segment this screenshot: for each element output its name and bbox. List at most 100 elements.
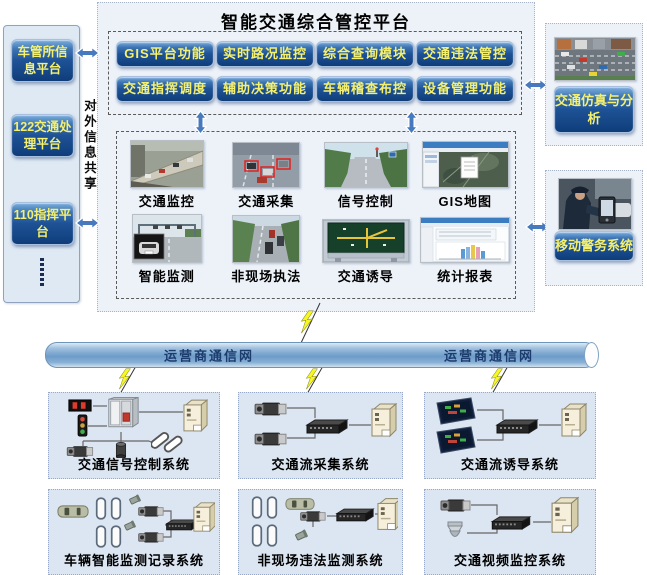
camera-icon [138,532,164,543]
signal-control-diagram [66,396,208,458]
carrier-network-pipe: 运营商通信网 运营商通信网 [45,342,599,368]
countdown-display-icon [68,399,92,412]
video-surveillance-diagram [440,497,579,537]
external-platforms-panel: 车管所信息平台 122交通处理平台 110指挥平台 [3,25,80,303]
camera-icon [138,506,164,517]
loop-coil-icon [251,524,263,547]
intelligent-monitoring-photo [131,214,202,263]
system-video-surveillance: 交通视频监控系统 [424,489,596,575]
func-command-dispatch: 交通指挥调度 [116,76,214,102]
func-query-module: 综合查询模块 [316,41,414,67]
traffic-guidance-board [321,219,410,263]
tile-offsite-enforcement: 非现场执法 [217,214,317,285]
system-label: 车辆智能监测记录系统 [63,553,204,568]
system-vehicle-monitoring: 车辆智能监测记录系统 [48,489,220,575]
network-switch-icon [166,519,198,531]
tile-label: GIS地图 [438,194,492,209]
platform-110-command: 110指挥平台 [11,202,74,245]
tile-gis-map: GIS地图 [416,140,516,210]
camera-icon [300,511,326,522]
dome-camera-icon [447,521,463,537]
simulation-button: 交通仿真与分析 [554,86,634,134]
camera-icon [254,402,287,416]
offsite-violation-diagram [251,496,398,547]
gis-map-screenshot [421,141,509,188]
server-icon [193,502,215,532]
func-violation-control: 交通违法管控 [416,41,514,67]
loop-coil-icon [95,497,107,520]
carrier-network-label: 运营商通信网 [443,348,534,364]
traffic-monitoring-photo [129,140,204,188]
tile-traffic-collection: 交通采集 [217,140,317,210]
flow-collection-diagram [254,402,397,446]
func-decision-support: 辅助决策功能 [216,76,314,102]
func-gis-platform: GIS平台功能 [116,41,214,67]
tile-label: 交通诱导 [337,269,394,284]
statistics-report-screenshot [420,217,511,263]
traffic-light-icon [77,414,88,437]
system-flow-guidance: 交通流诱导系统 [424,392,596,479]
mobile-police-image [558,178,632,230]
platform-vehicle-admin: 车管所信息平台 [11,39,74,82]
camera-icon [440,499,471,512]
system-label: 交通流采集系统 [271,457,370,472]
system-label: 交通信号控制系统 [77,457,190,472]
loop-coil-icon [110,525,122,548]
tile-label: 非现场执法 [231,269,302,284]
flash-lamp-icon [129,494,142,505]
flow-guidance-diagram [436,397,587,454]
func-realtime-traffic: 实时路况监控 [216,41,314,67]
tile-label: 信号控制 [337,194,394,209]
double-arrow-vertical-icon [193,110,208,135]
external-info-share-label: 对外信息共享 [82,99,96,192]
network-switch-icon [306,419,348,434]
loop-coil-icon [95,525,107,548]
loop-coil-icon [110,497,122,520]
traffic-simulation-image [554,37,636,81]
simulation-panel: 交通仿真与分析 [545,23,643,146]
system-label: 交通视频监控系统 [453,553,566,568]
lightning-link-icon [306,365,324,395]
system-signal-control: 交通信号控制系统 [48,392,220,479]
signal-control-photo [323,142,408,188]
loop-coil-icon [266,496,278,519]
mobile-police-button: 移动警务系统 [554,231,634,261]
lightning-link-icon [119,365,137,395]
flash-lamp-icon [295,529,309,541]
subsystem-tiles-box: 交通监控 交通采集 [116,131,516,299]
tile-label: 智能监测 [138,269,195,284]
tile-traffic-guidance: 交通诱导 [316,214,416,285]
double-arrow-horizontal-icon [75,45,100,61]
func-device-management: 设备管理功能 [416,76,514,102]
tile-statistics-report: 统计报表 [416,214,516,285]
vehicle-monitoring-diagram [57,494,215,548]
platform-box: 智能交通综合管控平台 GIS平台功能 实时路况监控 综合查询模块 交通违法管控 … [97,2,535,312]
system-label: 非现场违法监测系统 [257,553,384,568]
function-modules-box: GIS平台功能 实时路况监控 综合查询模块 交通违法管控 交通指挥调度 辅助决策… [108,31,522,115]
platform-122-traffic: 122交通处理平台 [11,114,74,157]
loop-coil-icon [251,496,263,519]
tile-label: 交通采集 [238,194,295,209]
flash-lamp-icon [124,520,137,531]
system-offsite-violation: 非现场违法监测系统 [238,489,403,575]
signal-controller-cabinet-icon [108,396,139,428]
pipe-end-cap [584,342,599,368]
ellipsis-dots [39,258,44,286]
mobile-police-panel: 移动警务系统 [545,170,643,286]
platform-title: 智能交通综合管控平台 [221,13,411,32]
double-arrow-vertical-icon [404,110,419,135]
tile-signal-control: 信号控制 [316,140,416,210]
system-flow-collection: 交通流采集系统 [238,392,403,479]
network-switch-icon [496,419,538,434]
carrier-network-label: 运营商通信网 [163,348,254,364]
server-icon [371,403,397,437]
vms-board-icon [436,426,476,454]
server-icon [183,399,208,432]
server-icon [551,497,579,533]
lightning-link-icon [491,365,509,395]
double-arrow-horizontal-icon [75,215,100,231]
system-label: 交通流诱导系统 [460,457,559,472]
car-icon [57,505,89,518]
traffic-collection-photo [232,142,301,188]
